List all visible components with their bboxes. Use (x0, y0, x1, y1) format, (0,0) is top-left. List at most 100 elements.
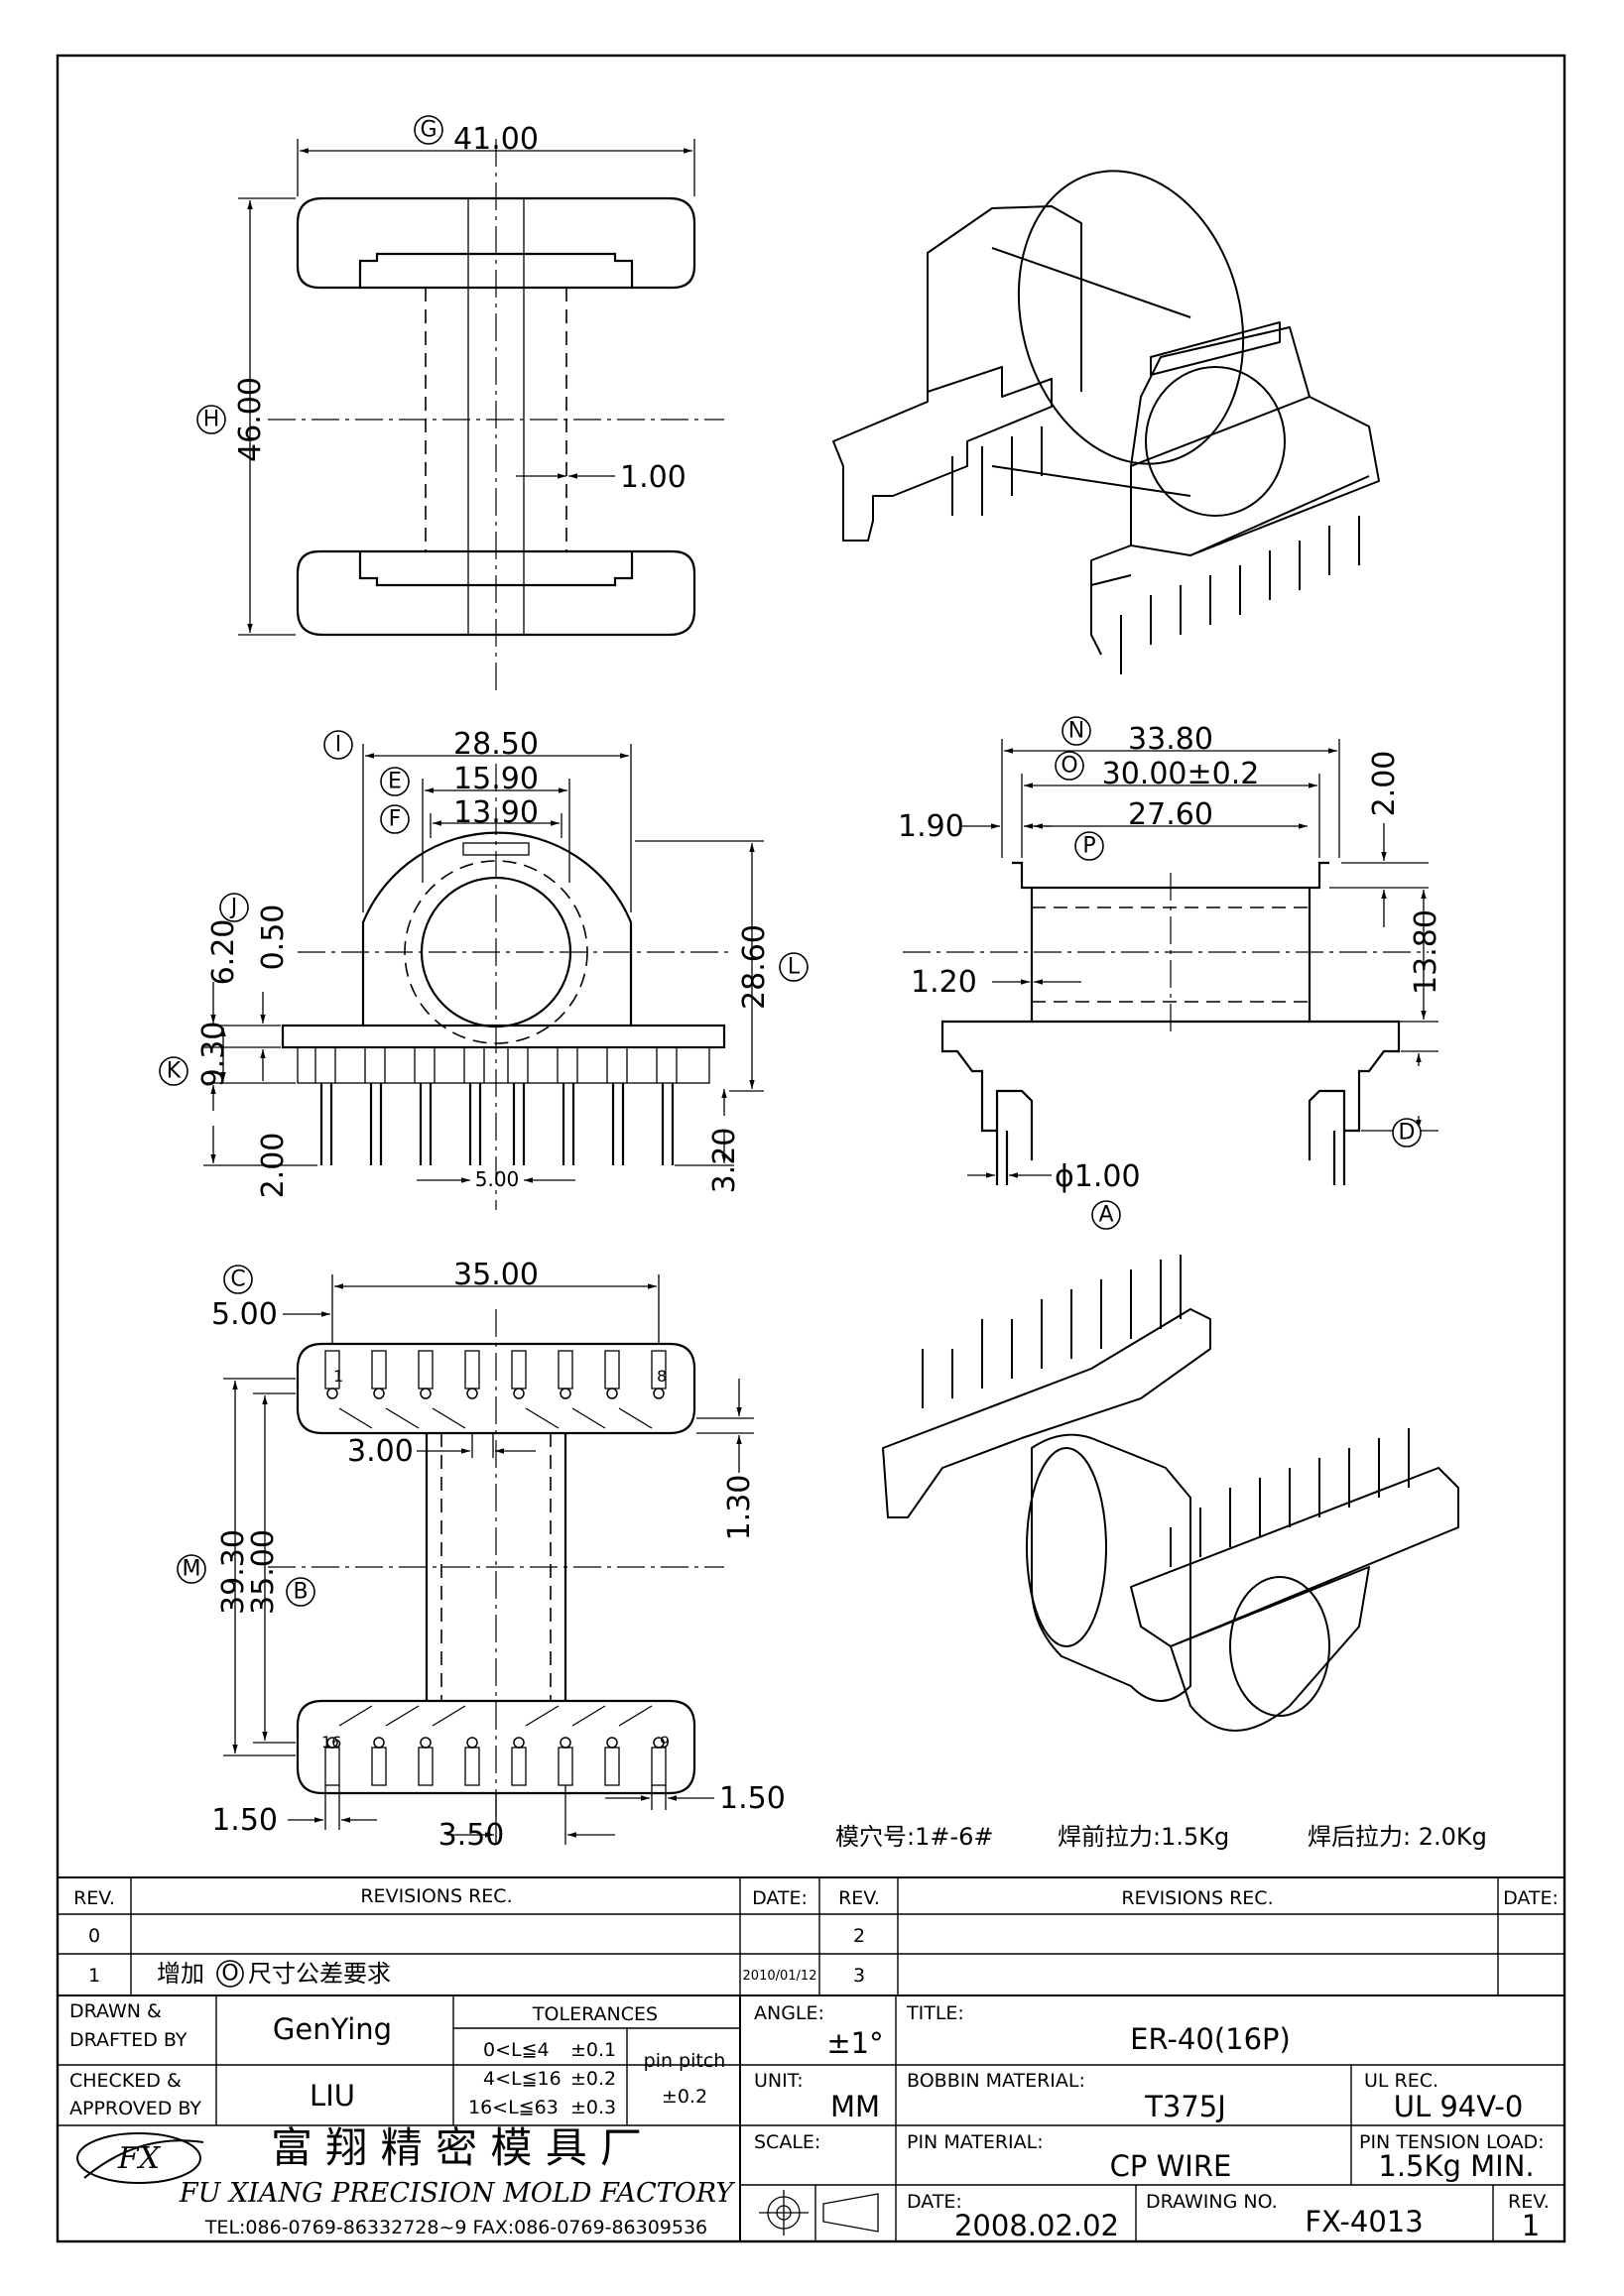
rec-row-1: 增加 (157, 1960, 204, 1988)
callout-n: N (1068, 719, 1084, 744)
dim-front-pitch: 5.00 (475, 1167, 520, 1191)
callout-m: M (183, 1557, 201, 1582)
drawn-by: GenYing (273, 2012, 392, 2046)
front-view: 28.50 I 15.90 E 13.90 F 28.60 L 6.20 0.5… (159, 727, 809, 1210)
ul-value: UL 94V-0 (1394, 2090, 1524, 2123)
callout-b: B (293, 1580, 308, 1605)
dim-front-930: 9.30 (196, 1022, 231, 1088)
dim-width: 41.00 (453, 122, 539, 157)
date-label: DATE: (907, 2191, 962, 2213)
rev2-header: REV. (838, 1887, 880, 1909)
company-name-cn: 富 翔 精 密 模 具 厂 (271, 2123, 642, 2172)
dim-front-620: 6.20 (206, 919, 241, 986)
dim-bottom-edge-left: 1.50 (211, 1803, 278, 1838)
company-logo-icon: FX (76, 2132, 204, 2184)
bobbin-label: BOBBIN MATERIAL: (907, 2070, 1085, 2092)
dim-front-200: 2.00 (256, 1133, 291, 1199)
tol-range-1: 4<L≦16 (483, 2068, 562, 2090)
pin-pitch-label: pin pitch (644, 2050, 726, 2072)
iso-view-upper (832, 170, 1380, 674)
sheet-border (56, 54, 1566, 2243)
dim-front-height: 28.60 (737, 924, 772, 1010)
rec-row-1-after: 尺寸公差要求 (248, 1960, 391, 1988)
top-view: 41.00 G 46.00 H 1.00 (196, 115, 724, 694)
pin-pitch-tol: ±0.2 (662, 2086, 707, 2108)
company-name-en: FU XIANG PRECISION MOLD FACTORY (179, 2178, 735, 2209)
note-cavity: 模穴号:1#-6# (835, 1823, 994, 1851)
dim-front-050: 0.50 (256, 905, 291, 971)
tension-value: 1.5Kg MIN. (1378, 2149, 1534, 2183)
dim-bottom-130: 1.30 (722, 1475, 757, 1541)
tol-value-1: ±0.2 (570, 2068, 616, 2090)
callout-d: D (1399, 1121, 1416, 1146)
title-label: TITLE: (906, 2002, 964, 2024)
callout-h: H (203, 408, 220, 432)
dim-bottom-pitch35: 3.50 (438, 1818, 505, 1853)
pin-material-label: PIN MATERIAL: (907, 2131, 1044, 2153)
bobbin-value: T375J (1144, 2090, 1226, 2123)
dim-side-inner: 27.60 (1128, 797, 1213, 832)
dim-side-pindia: ϕ1.00 (1055, 1159, 1141, 1194)
tol-range-0: 0<L≦4 (483, 2039, 550, 2061)
logo-text: FX (117, 2141, 162, 2176)
date2-header: DATE: (1503, 1887, 1559, 1909)
projection-symbol-icon (759, 2190, 879, 2236)
pin-material-value: CP WIRE (1110, 2149, 1232, 2183)
pin-label-8: 8 (657, 1367, 667, 1386)
callout-f: F (389, 807, 402, 832)
drawing-no-value: FX-4013 (1305, 2205, 1423, 2238)
tol-value-2: ±0.3 (570, 2097, 616, 2118)
title-block: DRAWN & DRAFTED BY GenYing CHECKED & APP… (58, 1995, 1564, 2242)
pin-label-16: 16 (321, 1733, 341, 1752)
rev-row-0: 0 (88, 1925, 100, 1947)
dim-side-topgap: 2.00 (1367, 751, 1402, 817)
bottom-view: 1 8 16 9 35.00 C 5.00 3.00 1.30 39 (177, 1258, 786, 1853)
pin-label-9: 9 (660, 1733, 670, 1752)
rev-label: REV. (1508, 2191, 1550, 2213)
date-row-1: 2010/01/12 (743, 1969, 817, 1984)
callout-c: C (230, 1268, 245, 1292)
company-contact: TEL:086-0769-86332728~9 FAX:086-0769-863… (204, 2217, 707, 2238)
callout-j: J (229, 896, 238, 920)
dim-bottom-pitch3: 3.00 (347, 1434, 414, 1469)
dim-side-height: 13.80 (1409, 909, 1443, 995)
ul-label: UL REC. (1364, 2070, 1438, 2092)
dim-bottom-3930: 39.30 (216, 1529, 251, 1615)
angle-label: ANGLE: (754, 2002, 824, 2024)
dim-height: 46.00 (233, 377, 268, 462)
drawing-no-label: DRAWING NO. (1146, 2191, 1278, 2213)
rev2-row-1: 3 (853, 1965, 865, 1987)
iso-view-lower (882, 1255, 1459, 1732)
note-pull-after: 焊后拉力: 2.0Kg (1308, 1823, 1487, 1851)
dim-front-320: 3.20 (707, 1128, 742, 1194)
rev-value: 1 (1522, 2209, 1540, 2242)
callout-l: L (788, 955, 801, 980)
unit-label: UNIT: (754, 2070, 804, 2092)
callout-a: A (1098, 1203, 1113, 1228)
dim-front-inner: 13.90 (453, 795, 539, 830)
rev-header: REV. (73, 1887, 115, 1909)
rev2-row-0: 2 (853, 1925, 865, 1947)
dim-side-outer: 33.80 (1128, 722, 1213, 757)
dim-side-wall: 1.20 (911, 965, 977, 1000)
date-value: 2008.02.02 (954, 2209, 1119, 2242)
note-pull-before: 焊前拉力:1.5Kg (1058, 1823, 1229, 1851)
tension-label: PIN TENSION LOAD: (1359, 2131, 1545, 2153)
pin-label-1: 1 (333, 1367, 343, 1386)
tol-value-0: ±0.1 (570, 2039, 616, 2061)
rev-row-1: 1 (88, 1965, 100, 1987)
title-value: ER-40(16P) (1130, 2022, 1291, 2056)
dim-side-mid: 30.00±0.2 (1102, 757, 1260, 791)
dim-bottom-width: 35.00 (453, 1258, 539, 1292)
unit-value: MM (830, 2090, 880, 2123)
dim-bottom-3500: 35.00 (246, 1529, 281, 1615)
dim-wall: 1.00 (620, 460, 687, 495)
dim-side-flange: 1.90 (898, 809, 964, 844)
checked-by: LIU (310, 2079, 355, 2113)
dim-front-outer: 28.50 (453, 727, 539, 762)
date-header: DATE: (752, 1887, 808, 1909)
scale-label: SCALE: (754, 2131, 820, 2153)
tol-range-2: 16<L≦63 (468, 2097, 559, 2118)
callout-g: G (420, 118, 437, 143)
